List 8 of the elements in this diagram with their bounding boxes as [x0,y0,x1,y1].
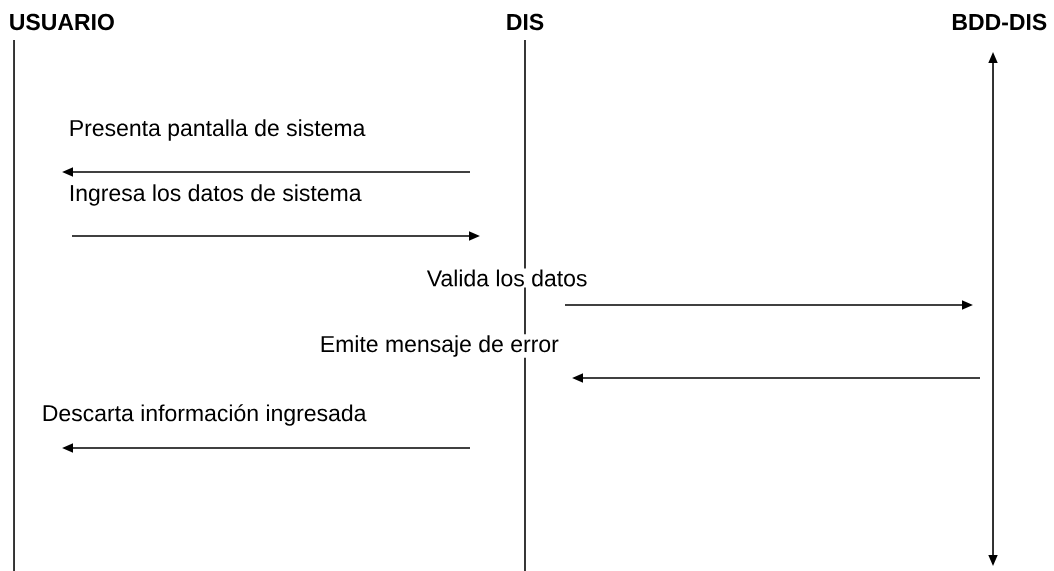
edge-label: Ingresa los datos de sistema [67,183,363,207]
lifeline-heading: DIS [507,13,544,31]
edge-label: Presenta pantalla de sistema [67,118,367,142]
edge-label: Descarta información ingresada [40,403,368,427]
edge-label: Emite mensaje de error [318,334,560,358]
edge-label: Valida los datos [425,268,589,288]
lifeline-heading: BDD-DIS [952,13,1047,31]
lifeline-heading: USUARIO [10,13,114,31]
